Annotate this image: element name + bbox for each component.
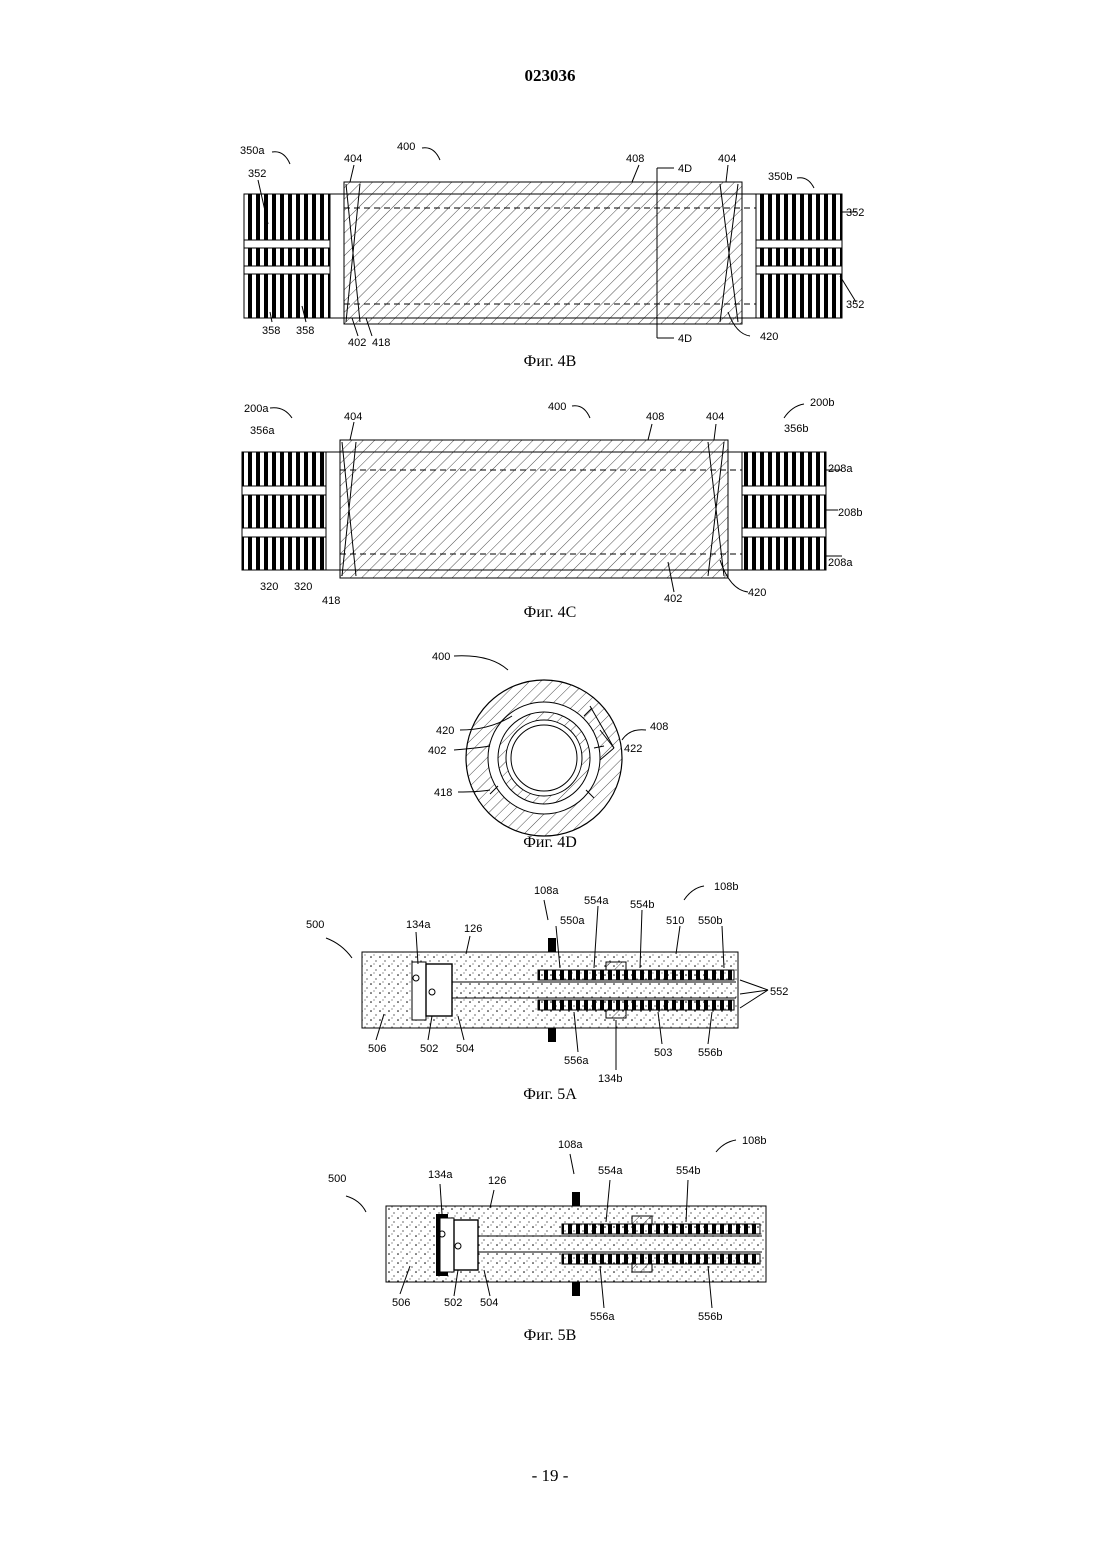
label-200a: 200a — [244, 403, 269, 415]
label-420: 420 — [748, 587, 766, 599]
label-404-right: 404 — [718, 153, 736, 165]
label-418: 418 — [434, 787, 452, 799]
label-556b: 556b — [698, 1047, 722, 1059]
label-404-left: 404 — [344, 411, 362, 423]
label-556b: 556b — [698, 1311, 722, 1323]
label-134b: 134b — [598, 1073, 622, 1085]
outer-sleeve-408 — [340, 440, 728, 578]
label-408: 408 — [650, 721, 668, 733]
figure-5a: 108a 108b 500 134a 126 554a 554b 550a 51… — [0, 874, 1100, 1084]
label-550a: 550a — [560, 915, 585, 927]
label-4d-bottom: 4D — [678, 333, 692, 345]
fin-array-356a — [242, 452, 326, 570]
label-554b: 554b — [676, 1165, 700, 1177]
label-554a: 554a — [584, 895, 609, 907]
label-400: 400 — [432, 651, 450, 663]
label-503: 503 — [654, 1047, 672, 1059]
document-number: 023036 — [0, 66, 1100, 86]
label-126: 126 — [488, 1175, 506, 1187]
label-352-right-2: 352 — [846, 299, 864, 311]
label-350b: 350b — [768, 171, 792, 183]
label-108a: 108a — [558, 1139, 583, 1151]
plug-502 — [454, 1220, 478, 1270]
label-556a: 556a — [564, 1055, 589, 1067]
fin-array-356b — [742, 452, 826, 570]
label-356b: 356b — [784, 423, 808, 435]
label-408: 408 — [646, 411, 664, 423]
label-404-left: 404 — [344, 153, 362, 165]
label-510: 510 — [666, 915, 684, 927]
heater-array-550b — [538, 1000, 734, 1010]
fin-array-350b — [756, 194, 842, 318]
label-500: 500 — [306, 919, 324, 931]
label-200b: 200b — [810, 397, 834, 409]
heater-array-upper — [562, 1224, 760, 1234]
label-134a: 134a — [406, 919, 431, 931]
label-404-right: 404 — [706, 411, 724, 423]
label-108b: 108b — [742, 1135, 766, 1147]
label-422: 422 — [624, 743, 642, 755]
figure-4b: 350a 400 404 408 4D 404 350b 352 352 352… — [0, 130, 1100, 355]
label-208a-top: 208a — [828, 463, 853, 475]
label-320-b: 320 — [294, 581, 312, 593]
heater-array-lower — [562, 1254, 760, 1264]
label-420: 420 — [436, 725, 454, 737]
label-554b: 554b — [630, 899, 654, 911]
caption-fig-5b: Фиг. 5В — [0, 1327, 1100, 1345]
heater-array-550a — [538, 970, 734, 980]
label-504: 504 — [456, 1043, 474, 1055]
label-356a: 356a — [250, 425, 275, 437]
figure-4c: 200a 400 200b 356a 404 408 404 356b 208a… — [0, 394, 1100, 606]
label-350a: 350a — [240, 145, 265, 157]
label-550b: 550b — [698, 915, 722, 927]
label-552: 552 — [770, 986, 788, 998]
label-358-b: 358 — [296, 325, 314, 337]
label-556a: 556a — [590, 1311, 615, 1323]
label-502: 502 — [420, 1043, 438, 1055]
label-506: 506 — [368, 1043, 386, 1055]
fin-array-350a — [244, 194, 330, 318]
label-4d-top: 4D — [678, 163, 692, 175]
label-506: 506 — [392, 1297, 410, 1309]
caption-fig-4b: Фиг. 4В — [0, 353, 1100, 371]
label-402: 402 — [348, 337, 366, 349]
label-352-top-left: 352 — [248, 168, 266, 180]
figure-5b: 108a 108b 500 134a 126 554a 554b 506 502… — [0, 1128, 1100, 1328]
label-358-a: 358 — [262, 325, 280, 337]
label-320-a: 320 — [260, 581, 278, 593]
label-400: 400 — [548, 401, 566, 413]
label-400: 400 — [397, 141, 415, 153]
outer-sleeve-408 — [344, 182, 742, 324]
figure-4d: 400 420 408 402 422 418 — [0, 645, 1100, 840]
label-554a: 554a — [598, 1165, 623, 1177]
label-208b: 208b — [838, 507, 862, 519]
label-402: 402 — [428, 745, 446, 757]
label-108a: 108a — [534, 885, 559, 897]
label-126: 126 — [464, 923, 482, 935]
label-108b: 108b — [714, 881, 738, 893]
label-134a: 134a — [428, 1169, 453, 1181]
caption-fig-4d: Фиг. 4D — [0, 834, 1100, 852]
label-208a-bottom: 208a — [828, 557, 853, 569]
label-502: 502 — [444, 1297, 462, 1309]
label-504: 504 — [480, 1297, 498, 1309]
label-500: 500 — [328, 1173, 346, 1185]
label-408: 408 — [626, 153, 644, 165]
caption-fig-5a: Фиг. 5А — [0, 1086, 1100, 1104]
label-420: 420 — [760, 331, 778, 343]
label-418: 418 — [372, 337, 390, 349]
label-352-right-1: 352 — [846, 207, 864, 219]
caption-fig-4c: Фиг. 4С — [0, 604, 1100, 622]
page-number: - 19 - — [0, 1466, 1100, 1486]
